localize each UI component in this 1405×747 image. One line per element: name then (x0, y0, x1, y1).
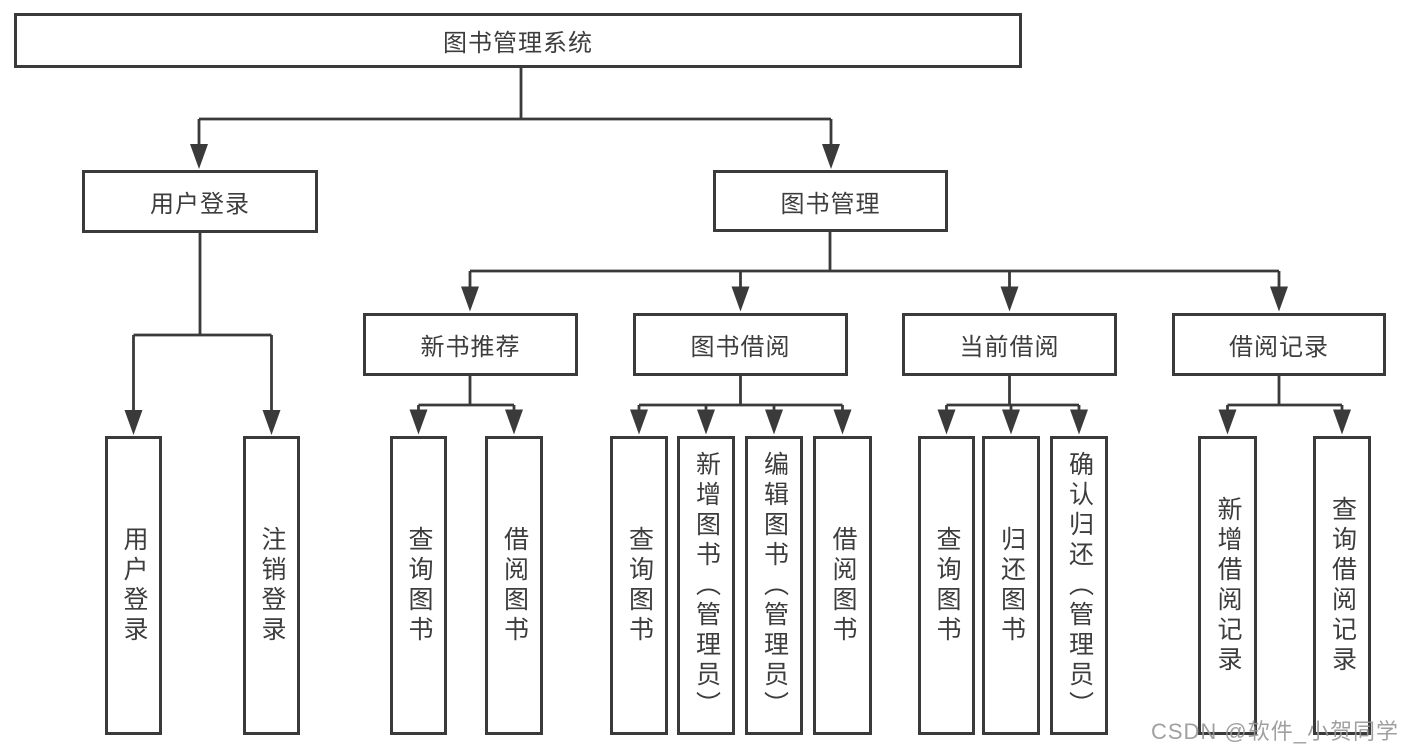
arrow-down-icon (409, 409, 428, 435)
connector-line (133, 233, 272, 337)
node-book-borrow: 图书借阅 (633, 313, 848, 376)
arrow-down-icon (937, 409, 956, 435)
connector-line (470, 232, 1279, 273)
node-borrow-records: 借阅记录 (1172, 313, 1386, 376)
arrow-down-icon (822, 144, 840, 169)
csdn-watermark: CSDN @软件_小贺同学 (1150, 719, 1399, 744)
arrow-down-icon (262, 410, 281, 435)
leaf-edit-books-admin: 编辑图书（管理员） (745, 436, 803, 735)
node-current-borrow: 当前借阅 (902, 313, 1117, 376)
leaf-return-books: 归还图书 (982, 436, 1040, 735)
connector-line (418, 376, 514, 407)
arrow-down-icon (124, 410, 143, 435)
leaf-borrow-books: 借阅图书 (813, 436, 872, 735)
arrow-down-icon (697, 409, 715, 435)
leaf-add-books-admin: 新增图书（管理员） (677, 436, 735, 735)
arrow-down-icon (731, 286, 750, 312)
arrow-down-icon (630, 409, 648, 435)
leaf-query-books-current: 查询图书 (918, 436, 975, 735)
arrow-down-icon (833, 409, 852, 435)
leaf-logout: 注销登录 (243, 436, 300, 735)
arrow-down-icon (190, 144, 208, 169)
arrow-down-icon (1333, 409, 1351, 435)
leaf-borrow-books-recommend: 借阅图书 (485, 436, 543, 735)
arrow-down-icon (1070, 409, 1088, 435)
arrow-down-icon (461, 286, 479, 312)
connector-line (199, 68, 831, 121)
arrow-down-icon (1218, 409, 1237, 435)
connector-line (1227, 376, 1342, 407)
leaf-add-borrow-record: 新增借阅记录 (1198, 436, 1257, 735)
leaf-user-login: 用户登录 (105, 436, 162, 735)
arrow-down-icon (1270, 286, 1288, 312)
node-user-login: 用户登录 (82, 170, 318, 233)
connector-line (639, 376, 843, 407)
leaf-query-books-recommend: 查询图书 (390, 436, 447, 735)
leaf-confirm-return-admin: 确认归还（管理员） (1050, 436, 1108, 735)
arrow-down-icon (765, 409, 783, 435)
node-root-library-system: 图书管理系统 (14, 13, 1022, 68)
leaf-query-books-borrow: 查询图书 (610, 436, 668, 735)
connector-line (946, 376, 1079, 407)
arrow-down-icon (1002, 409, 1020, 435)
arrow-down-icon (1000, 286, 1019, 312)
leaf-query-borrow-record: 查询借阅记录 (1313, 436, 1371, 735)
arrow-down-icon (505, 409, 523, 435)
node-new-book-recommend: 新书推荐 (363, 313, 578, 376)
node-book-management: 图书管理 (713, 170, 948, 232)
